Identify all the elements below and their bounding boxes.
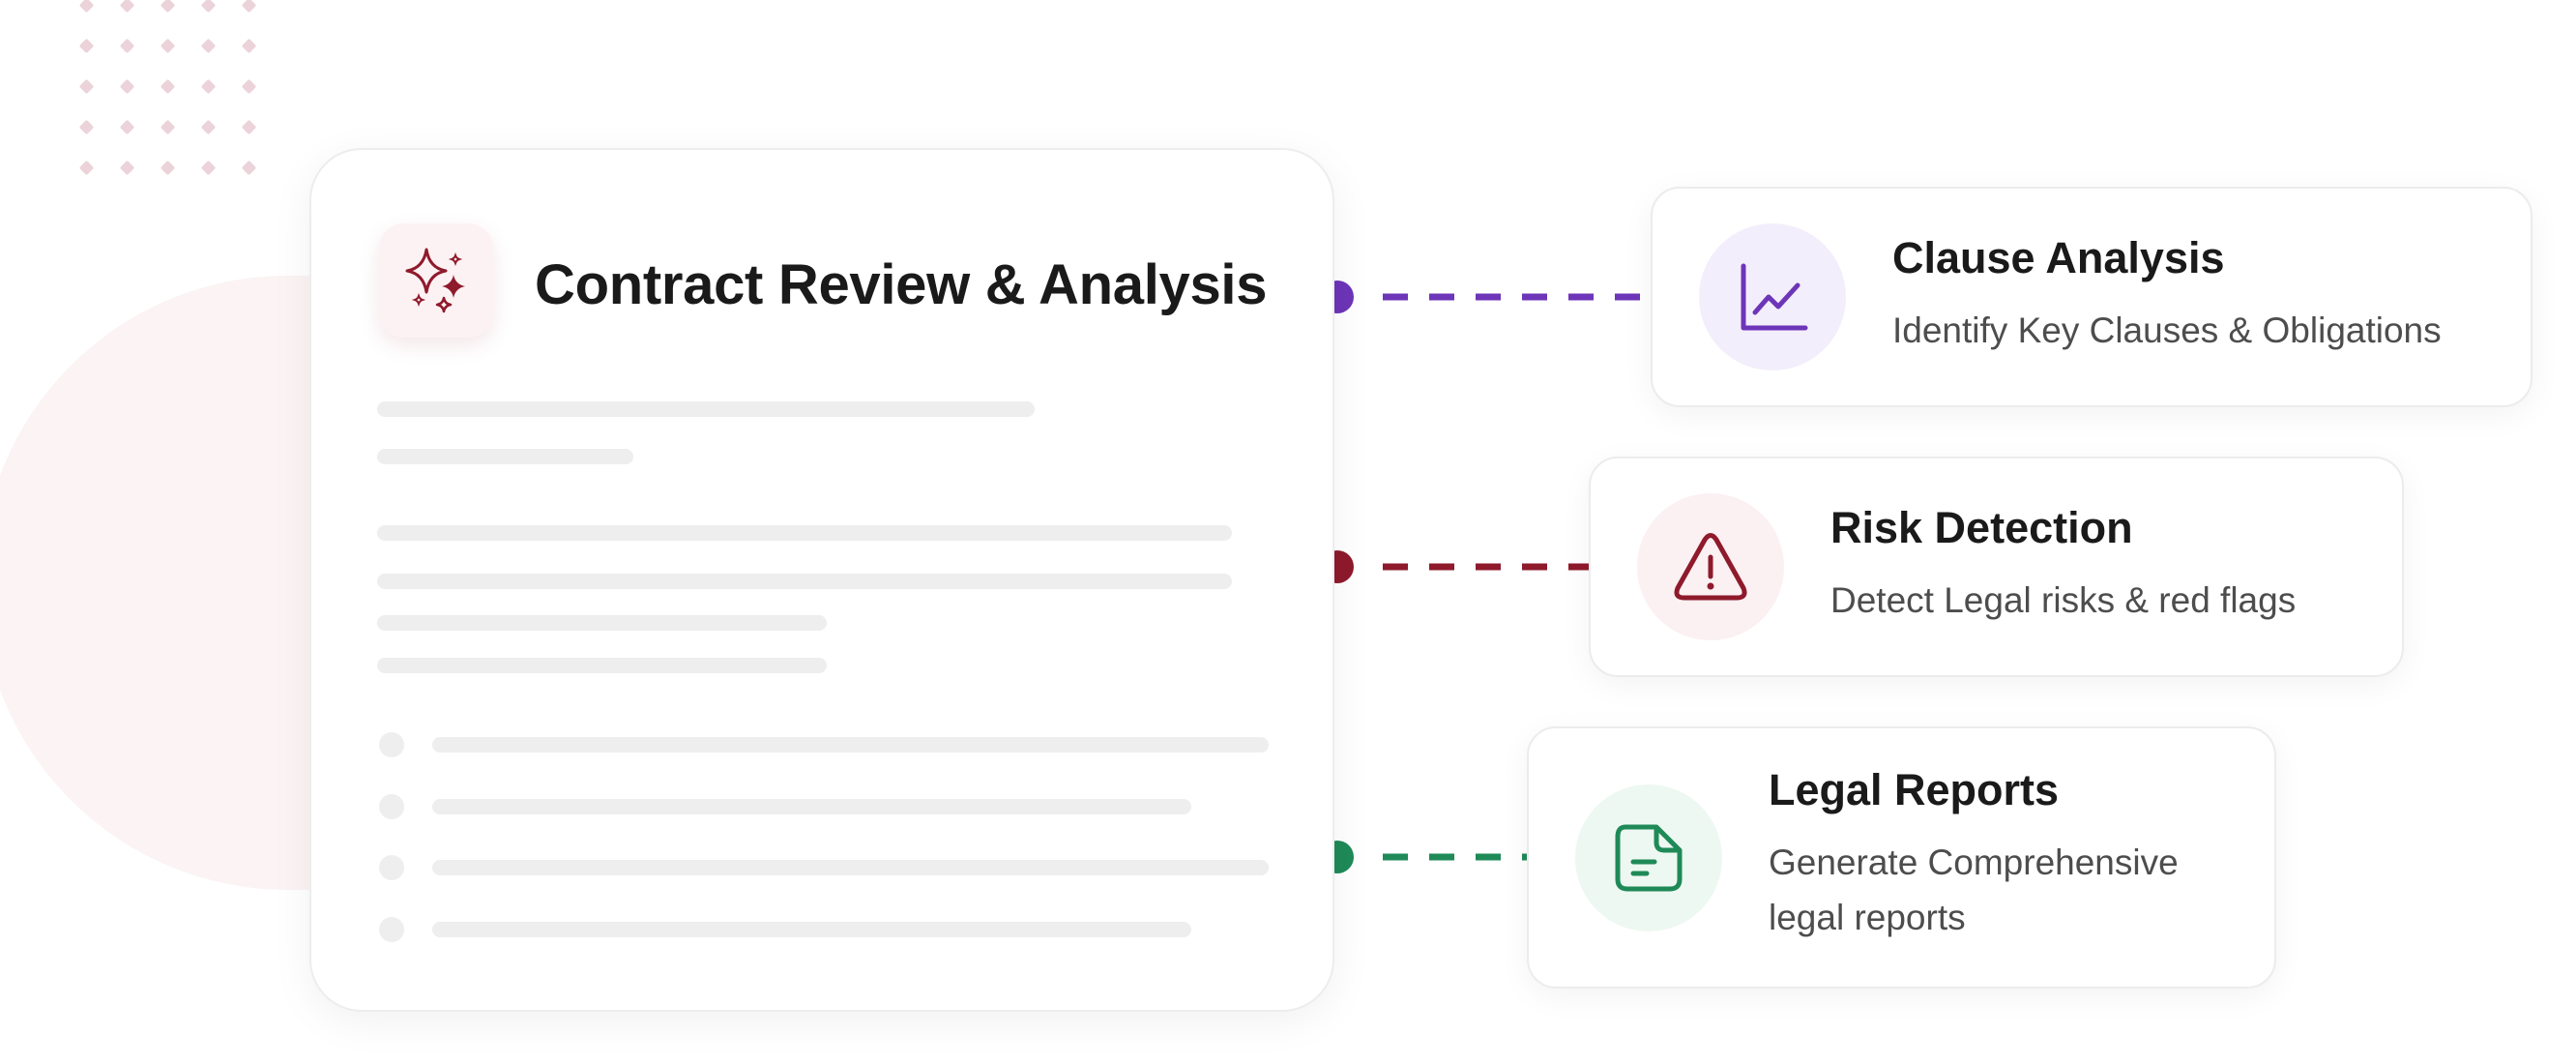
skeleton-bullet — [379, 794, 404, 819]
connector-clause-analysis — [1321, 281, 1652, 313]
skeleton-line — [377, 574, 1232, 589]
warning-triangle-icon — [1637, 493, 1784, 640]
skeleton-line — [432, 737, 1269, 753]
skeleton-bullet — [379, 855, 404, 880]
feature-title: Risk Detection — [1830, 503, 2133, 552]
line-chart-icon — [1699, 223, 1846, 370]
skeleton-line — [377, 525, 1232, 541]
skeleton-bullet — [379, 732, 404, 757]
skeleton-line — [377, 658, 827, 673]
feature-description: Detect Legal risks & red flags — [1830, 580, 2297, 620]
feature-card-clause-analysis: Clause Analysis Identify Key Clauses & O… — [1651, 187, 2532, 407]
skeleton-line — [432, 860, 1269, 875]
skeleton-line — [377, 449, 633, 464]
skeleton-line — [432, 922, 1191, 937]
skeleton-line — [377, 615, 827, 631]
contract-review-card: Contract Review & Analysis — [309, 148, 1334, 1012]
feature-description: Identify Key Clauses & Obligations — [1892, 310, 2442, 350]
feature-title: Clause Analysis — [1892, 233, 2225, 282]
feature-card-legal-reports: Legal Reports Generate Comprehensive leg… — [1527, 726, 2276, 989]
skeleton-bullet — [379, 917, 404, 942]
card-title: Contract Review & Analysis — [535, 253, 1268, 316]
document-report-icon — [1575, 784, 1722, 931]
feature-description: Generate Comprehensive legal reports — [1769, 842, 2179, 937]
feature-title: Legal Reports — [1769, 765, 2060, 814]
connector-legal-reports — [1321, 841, 1528, 873]
sparkles-icon — [379, 223, 493, 338]
connector-risk-detection — [1321, 550, 1591, 583]
skeleton-line — [377, 401, 1035, 417]
skeleton-line — [432, 799, 1191, 814]
feature-card-risk-detection: Risk Detection Detect Legal risks & red … — [1589, 457, 2404, 677]
